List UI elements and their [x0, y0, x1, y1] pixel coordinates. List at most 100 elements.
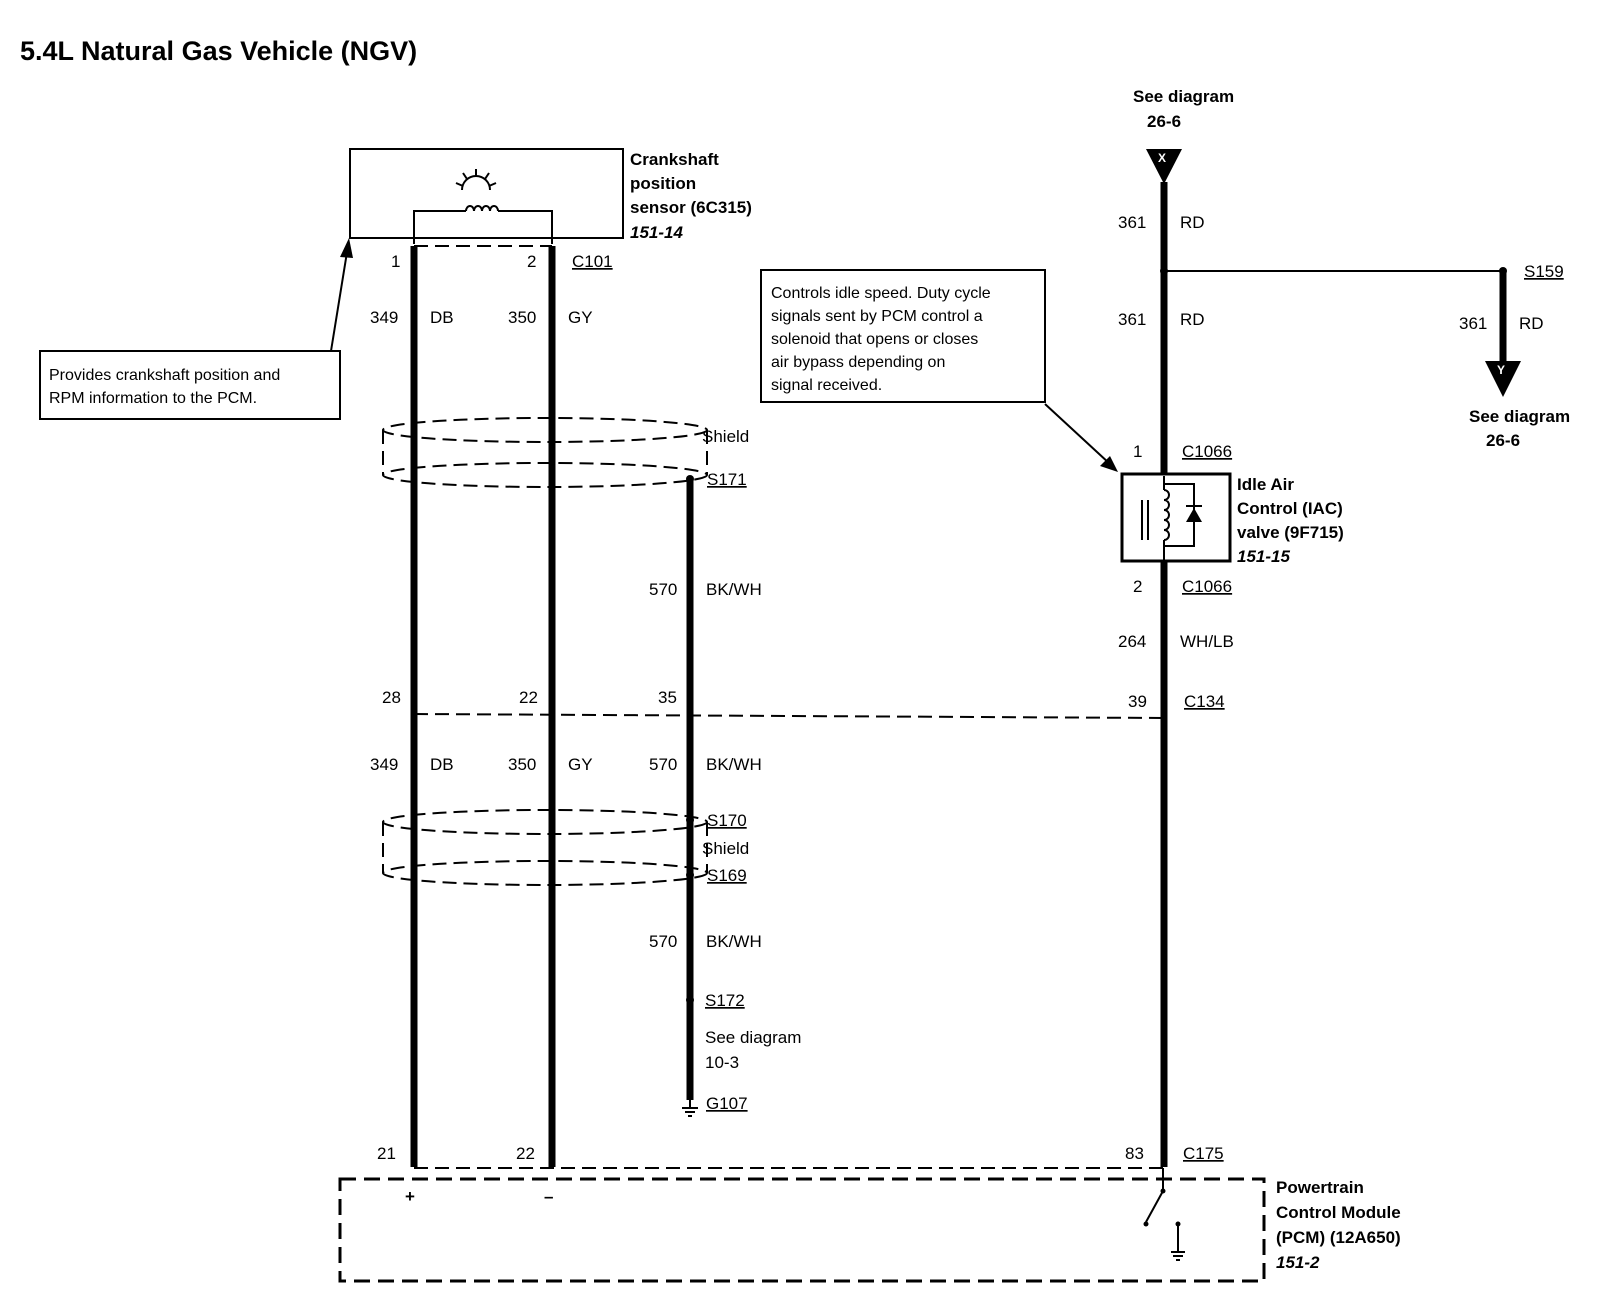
ref-top-triangle: [1146, 149, 1182, 184]
ref-right-marker: Y: [1497, 363, 1505, 377]
iac-note-leader: [1044, 403, 1111, 465]
wire-361-top-circuit: 361: [1118, 213, 1146, 232]
iac-name-line3: valve (9F715): [1237, 523, 1344, 542]
pcm-box: [338, 1177, 1266, 1283]
ground-g107: G107: [706, 1094, 748, 1113]
connector-c1066-bottom: C1066: [1182, 577, 1232, 596]
pin-c134-35: 35: [658, 688, 677, 707]
pcm-name-line2: Control Module: [1276, 1203, 1401, 1222]
pin-iac-1: 1: [1133, 442, 1142, 461]
iac-valve-box: [1120, 472, 1232, 563]
pcm-pin-minus: –: [544, 1187, 553, 1206]
ref-right-page: 26-6: [1486, 431, 1520, 450]
iac-note-box: [760, 269, 1046, 403]
wire-350-upper-circuit: 350: [508, 308, 536, 327]
wire-264-circuit: 264: [1118, 632, 1146, 651]
shield-lower-label: Shield: [702, 839, 749, 858]
ref-top-page: 26-6: [1147, 112, 1181, 131]
splice-s169-dot: [686, 871, 694, 879]
ckp-name-line2: position: [630, 174, 696, 193]
ckp-reference: 151-14: [630, 223, 683, 242]
wire-570-mid-color: BK/WH: [706, 755, 762, 774]
pin-c134-39: 39: [1128, 692, 1147, 711]
ground-ref-label: See diagram: [705, 1028, 801, 1047]
ref-top-marker: X: [1158, 151, 1166, 165]
splice-s172-dot: [686, 996, 694, 1004]
connector-c134: C134: [1184, 692, 1225, 711]
pin-ckp-1: 1: [391, 252, 400, 271]
iac-name-line1: Idle Air: [1237, 475, 1294, 494]
sensor-gear-icon: [455, 169, 497, 191]
pin-c134-28: 28: [382, 688, 401, 707]
pin-pcm-83: 83: [1125, 1144, 1144, 1163]
ckp-name-line3: sensor (6C315): [630, 198, 752, 217]
iac-name-line2: Control (IAC): [1237, 499, 1343, 518]
iac-note-line1: Controls idle speed. Duty cycle: [771, 285, 991, 302]
pin-pcm-21: 21: [377, 1144, 396, 1163]
wire-361-branch-color: RD: [1519, 314, 1544, 333]
wire-570-mid-circuit: 570: [649, 755, 677, 774]
iac-note-line3: solenoid that opens or closes: [771, 331, 978, 348]
iac-note-line4: air bypass depending on: [771, 354, 945, 371]
wire-264-color: WH/LB: [1180, 632, 1234, 651]
wire-361-mid-color: RD: [1180, 310, 1205, 329]
connector-c101: C101: [572, 252, 613, 271]
wire-570-upper-circuit: 570: [649, 580, 677, 599]
shield-upper-label: Shield: [702, 427, 749, 446]
connector-c1066-top: C1066: [1182, 442, 1232, 461]
pcm-name-line3: (PCM) (12A650): [1276, 1228, 1401, 1247]
c134-connector-line: [413, 713, 1166, 719]
ground-icon: [682, 1100, 698, 1117]
splice-s170-dot: [686, 816, 694, 824]
ground-ref-page: 10-3: [705, 1053, 739, 1072]
pcm-name-line1: Powertrain: [1276, 1178, 1364, 1197]
ckp-name-line1: Crankshaft: [630, 150, 719, 169]
shield-lower: [382, 809, 708, 886]
iac-reference: 151-15: [1237, 547, 1290, 566]
pin-c134-22: 22: [519, 688, 538, 707]
splice-s170: S170: [707, 811, 747, 830]
wire-350-upper-color: GY: [568, 308, 593, 327]
iac-note-line2: signals sent by PCM control a: [771, 308, 983, 325]
connector-c175: C175: [1183, 1144, 1224, 1163]
splice-s171-dot: [686, 475, 694, 483]
ckp-note-box: [39, 350, 341, 420]
wire-349-lower-color: DB: [430, 755, 454, 774]
pin-pcm-22: 22: [516, 1144, 535, 1163]
page-title: 5.4L Natural Gas Vehicle (NGV): [20, 36, 417, 66]
wire-361-mid-circuit: 361: [1118, 310, 1146, 329]
ckp-note-leader: [330, 245, 349, 352]
ckp-note-arrowhead: [340, 238, 353, 258]
pcm-reference: 151-2: [1276, 1253, 1320, 1272]
ckp-note-line1: Provides crankshaft position and: [49, 367, 280, 384]
wire-349-upper-circuit: 349: [370, 308, 398, 327]
wire-570-upper-color: BK/WH: [706, 580, 762, 599]
wire-349-lower-circuit: 349: [370, 755, 398, 774]
splice-s172: S172: [705, 991, 745, 1010]
wire-570-lower-color: BK/WH: [706, 932, 762, 951]
wire-350-lower-circuit: 350: [508, 755, 536, 774]
sensor-coil-icon: [413, 205, 553, 244]
wire-350-lower-color: GY: [568, 755, 593, 774]
shield-upper: [382, 417, 708, 488]
wire-361-top-color: RD: [1180, 213, 1205, 232]
ckp-sensor-box: [349, 148, 624, 239]
splice-s159: S159: [1524, 262, 1564, 281]
ref-right-triangle: [1485, 361, 1521, 397]
pin-ckp-2: 2: [527, 252, 536, 271]
wire-361-branch-circuit: 361: [1459, 314, 1487, 333]
iac-diode-icon: [1186, 505, 1202, 522]
pcm-pin-plus: +: [405, 1187, 415, 1206]
ref-top-label: See diagram: [1133, 87, 1234, 106]
ref-right-label: See diagram: [1469, 407, 1570, 426]
wire-570-lower-circuit: 570: [649, 932, 677, 951]
ckp-note-line2: RPM information to the PCM.: [49, 390, 257, 407]
splice-s171: S171: [707, 470, 747, 489]
pin-iac-2: 2: [1133, 577, 1142, 596]
splice-s169: S169: [707, 866, 747, 885]
iac-note-arrowhead: [1100, 456, 1118, 472]
wire-349-upper-color: DB: [430, 308, 454, 327]
pcm-switch-icon: [1143, 1168, 1185, 1261]
iac-note-line5: signal received.: [771, 377, 882, 394]
